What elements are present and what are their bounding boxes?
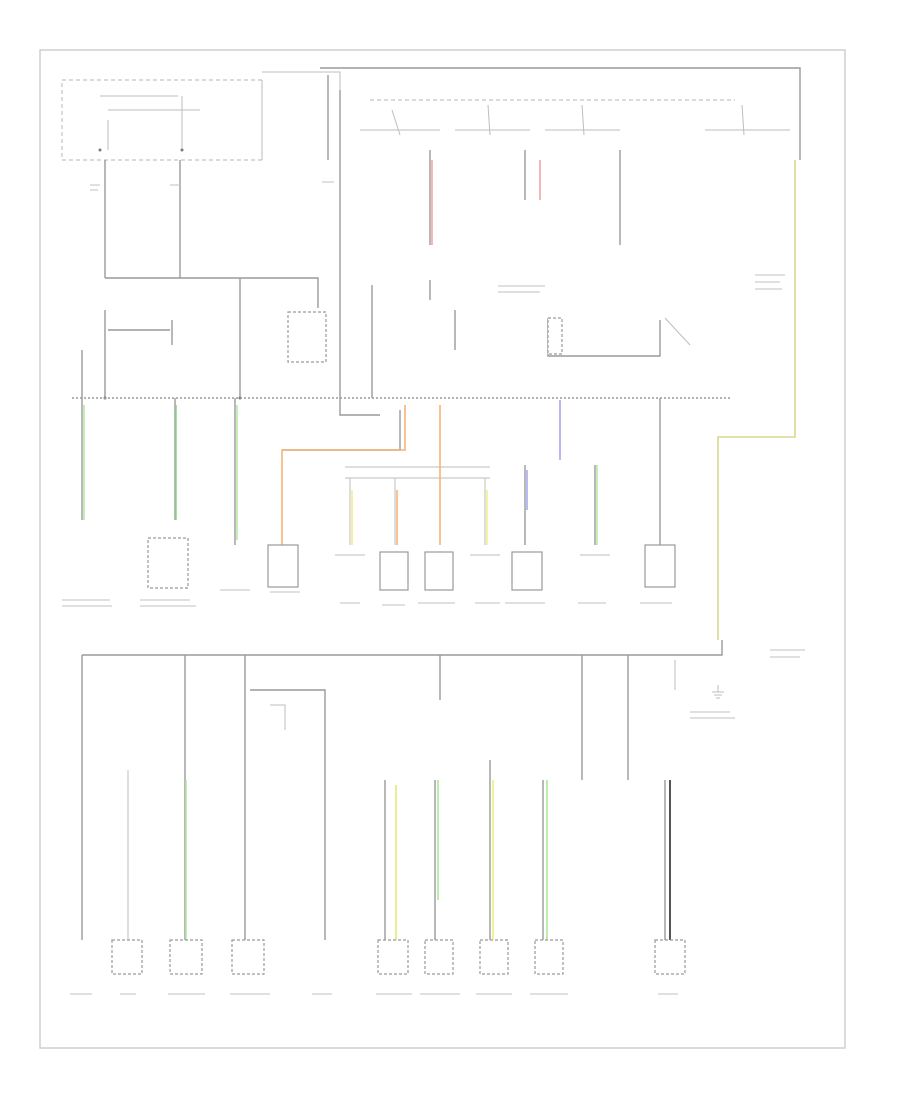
middle-branches <box>81 398 661 545</box>
top-left-fuse-group <box>61 71 341 363</box>
relay-icon <box>267 544 299 588</box>
connector-icon <box>231 939 265 975</box>
connector-icon <box>534 939 564 975</box>
lower-branches <box>81 655 676 940</box>
relay-icon <box>379 551 409 591</box>
left-fuse-stubs <box>81 310 242 400</box>
wire-olive-1 <box>717 160 796 640</box>
connector-icon <box>377 939 409 975</box>
lower-colored-wires <box>185 780 671 940</box>
diagram-frame <box>39 49 846 1049</box>
connector-icon <box>147 537 189 589</box>
wire-orange-1 <box>281 405 406 545</box>
connector-icon <box>424 939 454 975</box>
relay-icon <box>424 551 454 591</box>
ground-icon <box>712 685 724 699</box>
connector-icon <box>111 939 143 975</box>
connector-icon <box>169 939 203 975</box>
relay-icon <box>644 544 676 588</box>
relay-icon <box>511 551 543 591</box>
top-right-switch-group <box>320 67 801 398</box>
connector-icon <box>479 939 509 975</box>
connector-icon <box>654 939 686 975</box>
middle-components <box>147 537 676 591</box>
relay-icon <box>287 311 327 363</box>
colored-wires <box>83 160 796 640</box>
switch-icon <box>547 317 563 355</box>
lower-power-bus <box>82 640 723 656</box>
callout-marks <box>62 181 805 995</box>
bottom-components <box>111 939 686 975</box>
